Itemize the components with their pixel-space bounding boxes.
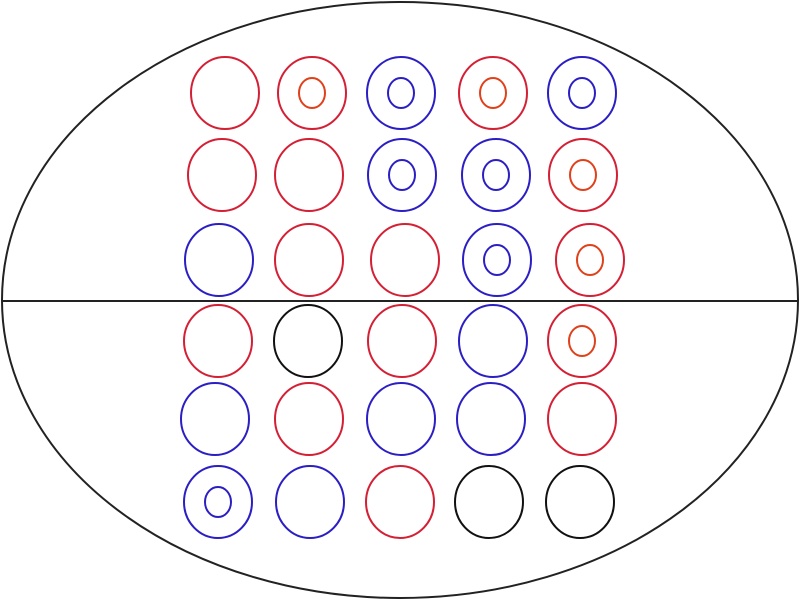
ring-r5-c4-outer xyxy=(456,382,526,456)
ring-r1-c5-inner xyxy=(568,77,596,109)
ring-r6-c2-outer xyxy=(275,465,345,539)
circle-grid xyxy=(180,56,625,539)
ring-r3-c4-outer xyxy=(462,223,532,297)
ring-r4-c1-outer xyxy=(183,304,253,378)
ring-r6-c1-outer xyxy=(183,465,253,539)
ring-r1-c1-outer xyxy=(190,56,260,130)
ring-r1-c3-inner xyxy=(387,77,415,109)
ring-r2-c3-inner xyxy=(388,159,416,191)
ring-r3-c3-outer xyxy=(370,223,440,297)
ring-r2-c3-outer xyxy=(367,138,437,212)
ring-r4-c5-outer xyxy=(547,304,617,378)
ring-r1-c2-inner xyxy=(298,77,326,109)
ring-r2-c5-outer xyxy=(548,138,618,212)
ring-r5-c3-outer xyxy=(366,382,436,456)
ring-r5-c2-outer xyxy=(274,382,344,456)
ring-r4-c4-outer xyxy=(458,304,528,378)
ring-r6-c4-outer xyxy=(454,465,524,539)
ring-r6-c1-inner xyxy=(204,486,232,518)
ring-r6-c5-outer xyxy=(545,465,615,539)
ring-r2-c5-inner xyxy=(569,159,597,191)
ring-r3-c2-outer xyxy=(274,223,344,297)
ring-r6-c3-outer xyxy=(365,465,435,539)
ring-r3-c5-inner xyxy=(576,244,604,276)
ring-r1-c3-outer xyxy=(366,56,436,130)
ring-r3-c1-outer xyxy=(184,223,254,297)
ring-r4-c2-outer xyxy=(273,304,343,378)
ring-r1-c4-outer xyxy=(458,56,528,130)
ring-r1-c2-outer xyxy=(277,56,347,130)
ring-r4-c5-inner xyxy=(568,325,596,357)
ring-r2-c4-inner xyxy=(482,159,510,191)
ring-r1-c4-inner xyxy=(479,77,507,109)
ring-r5-c1-outer xyxy=(180,382,250,456)
ring-r2-c4-outer xyxy=(461,138,531,212)
ring-r2-c1-outer xyxy=(187,138,257,212)
ring-r1-c5-outer xyxy=(547,56,617,130)
ring-r2-c2-outer xyxy=(274,138,344,212)
ring-r5-c5-outer xyxy=(547,382,617,456)
ring-r3-c4-inner xyxy=(483,244,511,276)
ring-r3-c5-outer xyxy=(555,223,625,297)
ring-r4-c3-outer xyxy=(367,304,437,378)
